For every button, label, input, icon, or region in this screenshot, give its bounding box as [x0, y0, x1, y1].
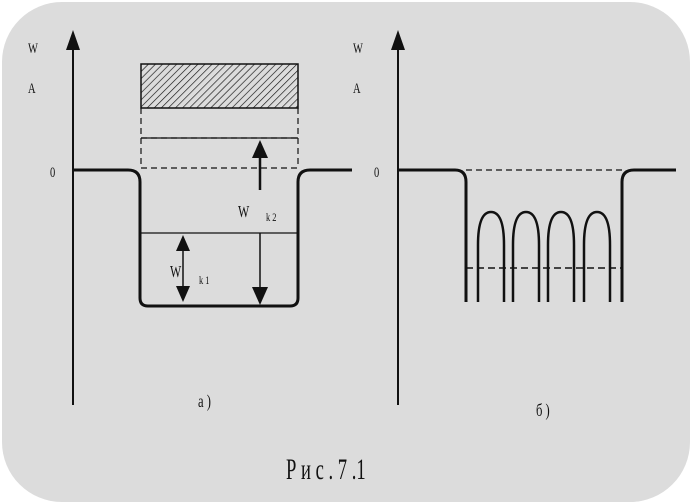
- panel-b-y-label-w: W: [353, 39, 364, 56]
- panel-a-hatched-block: [140, 63, 299, 109]
- panel-b: W A 0 б ): [353, 30, 676, 421]
- panel-b-right-edge: [620, 168, 676, 302]
- panel-a-wk2-arrow-down-head: [252, 287, 268, 305]
- panel-b-arch-3: [546, 210, 576, 302]
- panel-b-arch-2: [511, 210, 541, 302]
- panel-b-y-label-a: A: [353, 79, 361, 96]
- panel-a-wk1-label: W: [170, 263, 181, 282]
- panel-a-well: [73, 168, 352, 308]
- panel-a-y-label-a: A: [28, 79, 36, 96]
- panel-b-zero-label: 0: [374, 163, 379, 180]
- panel-a-zero-label: 0: [50, 163, 55, 180]
- panel-a-wk2-label: W: [238, 203, 249, 222]
- panel-b-arch-4: [582, 210, 612, 302]
- panel-a-wk2-arrow-up-head: [252, 140, 268, 158]
- figure-caption: Р и с . 7 .1: [286, 454, 366, 486]
- panel-a-y-label-w: W: [28, 39, 39, 56]
- panel-a-wk1-arrow-up-head: [176, 235, 190, 251]
- panel-b-caption: б ): [536, 401, 550, 421]
- panel-a: W A 0 W k 2 W k 1 а ): [28, 30, 352, 412]
- panel-a-wk1-arrow-down-head: [176, 286, 190, 302]
- panel-b-arch-1: [476, 210, 506, 302]
- panel-b-y-axis-arrow: [391, 30, 405, 50]
- panel-a-caption: а ): [198, 392, 211, 412]
- panel-a-wk1-subscript: k 1: [199, 275, 209, 288]
- panel-a-y-axis-arrow: [66, 30, 80, 50]
- panel-b-left-edge: [398, 168, 468, 302]
- panel-a-wk2-subscript: k 2: [266, 212, 276, 225]
